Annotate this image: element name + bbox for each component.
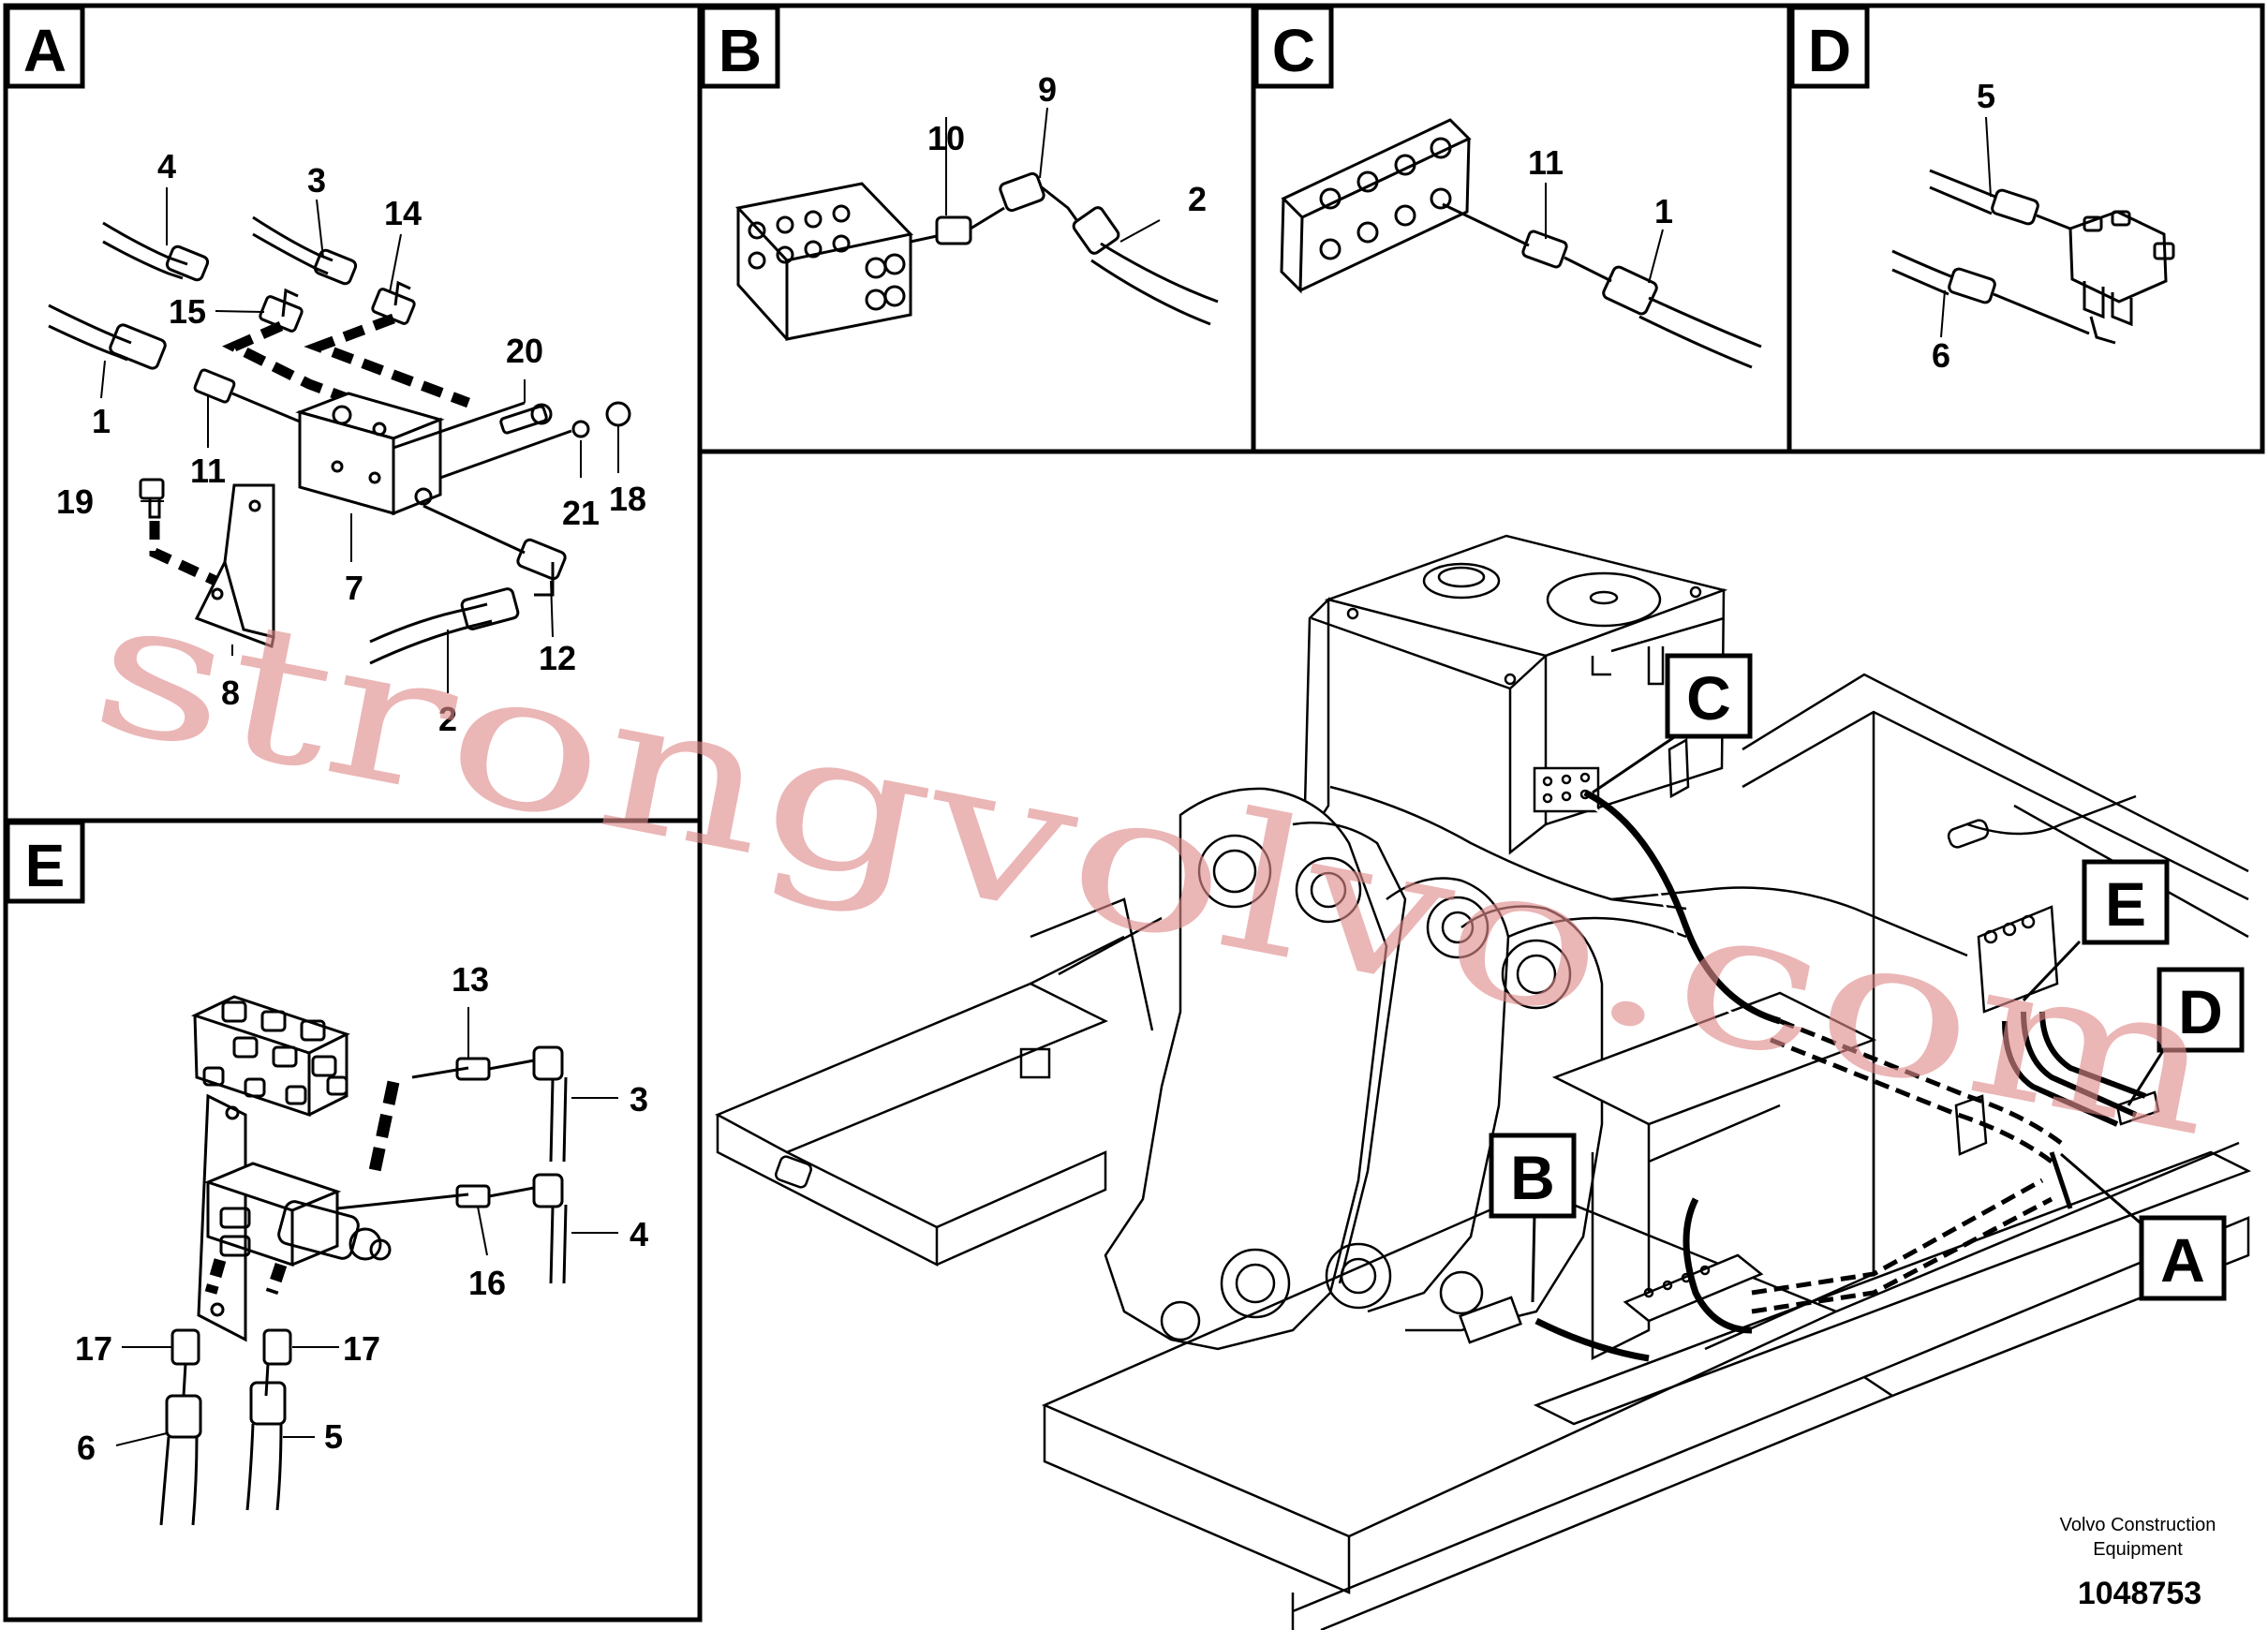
tank — [1302, 534, 1728, 855]
callout-c-leader — [1592, 734, 1678, 794]
part-label: 5 — [324, 1417, 343, 1456]
panel-b-tag-box — [700, 5, 780, 89]
part-label: 1 — [1654, 192, 1673, 230]
part-label: 16 — [468, 1264, 506, 1302]
part-label: 3 — [307, 161, 326, 200]
panel-c-tag-box — [1253, 5, 1334, 89]
panel-a-artwork — [48, 187, 631, 693]
panel-d-labels: 5 6 — [1932, 77, 1995, 375]
part-label: 19 — [56, 482, 94, 521]
callout-a-box — [2139, 1215, 2227, 1301]
part-label: 2 — [438, 700, 457, 738]
part-label: 21 — [562, 494, 600, 532]
part-label: 17 — [75, 1329, 112, 1368]
boom-brackets — [1104, 785, 1968, 1351]
part-label: 3 — [630, 1080, 648, 1119]
panel-e-artwork — [115, 995, 618, 1526]
panel-b-labels: 9 10 2 — [927, 70, 1207, 218]
part-label: 11 — [1528, 143, 1564, 182]
panel-e-tag: E — [25, 832, 66, 899]
panel-b: B 9 10 2 — [700, 5, 1219, 341]
panel-a: A — [5, 5, 646, 738]
part-label: 7 — [345, 569, 363, 607]
part-label: 4 — [157, 147, 176, 185]
part-label: 18 — [609, 480, 646, 518]
callout-e: E — [2105, 869, 2146, 939]
part-label: 11 — [190, 452, 226, 490]
panel-a-labels: 4 3 14 15 1 11 20 19 21 18 7 12 8 2 — [56, 147, 646, 738]
panel-c-artwork — [1280, 118, 1762, 369]
callouts: C E D B A — [1489, 653, 2245, 1303]
panel-d-tag-box — [1789, 5, 1870, 89]
part-label: 12 — [539, 639, 576, 677]
part-label: 17 — [343, 1329, 380, 1368]
panel-a-tag: A — [23, 17, 67, 84]
callout-c-box — [1665, 653, 1753, 739]
panel-b-artwork — [735, 107, 1219, 341]
callout-d-leader — [2127, 1048, 2166, 1106]
part-label: 4 — [630, 1215, 648, 1253]
panel-c: C 11 1 — [1253, 5, 1762, 369]
company-name-line2: Equipment — [2093, 1539, 2183, 1560]
callout-e-leader — [2022, 940, 2082, 1002]
part-label: 13 — [452, 960, 489, 999]
callout-a: A — [2160, 1225, 2205, 1295]
part-label: 20 — [506, 332, 543, 370]
main-assembly — [715, 534, 2252, 1630]
company-name-line1: Volvo Construction — [2060, 1515, 2216, 1535]
panel-d: D 5 6 — [1789, 5, 2175, 375]
callout-d-box — [2157, 967, 2245, 1053]
panel-d-artwork — [1891, 116, 2175, 345]
part-label: 9 — [1038, 70, 1057, 109]
callout-b-box — [1489, 1133, 1577, 1219]
part-label: 15 — [169, 292, 206, 331]
panel-c-tag: C — [1272, 17, 1315, 84]
part-label: 2 — [1188, 180, 1207, 218]
panel-c-labels: 11 1 — [1528, 143, 1673, 230]
main-hoses — [1534, 789, 2147, 1362]
panel-frames — [3, 3, 2265, 1623]
callout-d: D — [2178, 977, 2223, 1046]
part-label: 6 — [77, 1429, 96, 1467]
callout-e-box — [2082, 859, 2170, 945]
panel-b-tag: B — [719, 17, 762, 84]
watermark: strongvolvo.com — [78, 554, 2234, 1179]
panel-e-tag-box — [5, 820, 85, 904]
part-label: 5 — [1977, 77, 1995, 115]
panel-e: E — [5, 820, 648, 1526]
part-label: 8 — [221, 674, 240, 712]
callout-b-leader — [1531, 1213, 1536, 1303]
footer: Volvo Construction Equipment 1048753 — [2060, 1515, 2216, 1611]
part-label: 6 — [1932, 336, 1950, 375]
callout-c: C — [1686, 663, 1731, 733]
callout-b: B — [1510, 1143, 1555, 1212]
panel-d-tag: D — [1808, 17, 1851, 84]
panel-a-tag-box — [5, 5, 85, 89]
drawing-number: 1048753 — [2078, 1576, 2201, 1611]
part-label: 10 — [927, 119, 965, 157]
panel-e-labels: 13 3 4 16 17 17 6 5 — [75, 960, 648, 1467]
callout-a-leader — [2060, 1152, 2146, 1229]
part-label: 14 — [384, 194, 422, 232]
part-label: 1 — [92, 402, 111, 440]
